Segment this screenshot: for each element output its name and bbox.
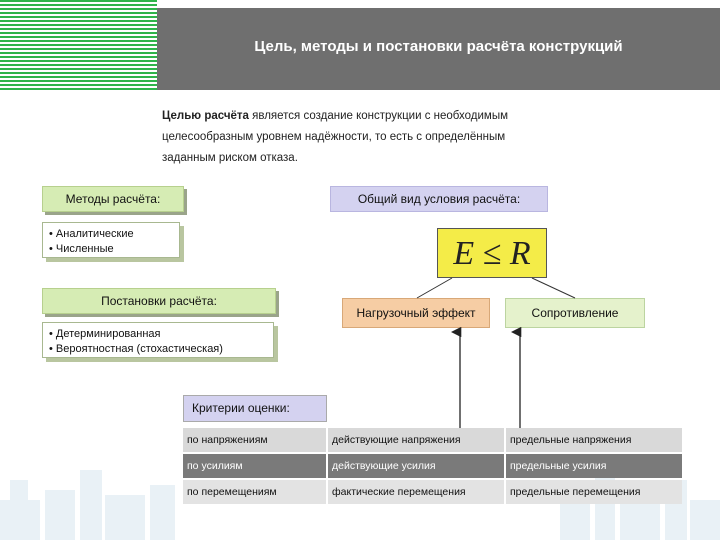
methods-item-1: Аналитические — [49, 227, 173, 242]
page-title: Цель, методы и постановки расчёта констр… — [254, 38, 623, 55]
connector-r-to-resistance — [531, 277, 576, 299]
header-bar: Цель, методы и постановки расчёта констр… — [157, 8, 720, 90]
load-effect-box: Нагрузочный эффект — [342, 298, 490, 328]
table-cell: предельные усилия — [506, 454, 682, 478]
criteria-title: Критерии оценки: — [183, 395, 327, 422]
table-cell: по напряжениям — [183, 428, 326, 452]
intro-line-2: целесообразным уровнем надёжности, то ес… — [162, 131, 506, 143]
connector-e-to-load — [416, 277, 453, 299]
methods-title: Методы расчёта: — [65, 192, 161, 206]
table-row: по перемещениям фактические перемещения … — [183, 480, 682, 504]
table-row: по усилиям действующие усилия предельные… — [183, 454, 682, 478]
intro-text: Целью расчёта является создание конструк… — [162, 106, 572, 169]
table-cell: предельные перемещения — [506, 480, 682, 504]
intro-line-1: является создание конструкции с необходи… — [248, 110, 508, 122]
intro-line-3: заданным риском отказа. — [162, 152, 298, 164]
settings-item-1: Детерминированная — [49, 327, 267, 342]
decorative-stripes — [0, 0, 157, 90]
table-cell: предельные напряжения — [506, 428, 682, 452]
settings-title-box: Постановки расчёта: — [42, 288, 276, 314]
methods-list-box: Аналитические Численные — [42, 222, 180, 258]
methods-title-box: Методы расчёта: — [42, 186, 184, 212]
load-effect-label: Нагрузочный эффект — [356, 306, 476, 320]
settings-title: Постановки расчёта: — [101, 294, 217, 308]
condition-title-box: Общий вид условия расчёта: — [330, 186, 548, 212]
intro-bold: Целью расчёта — [162, 110, 249, 122]
resistance-box: Сопротивление — [505, 298, 645, 328]
condition-title: Общий вид условия расчёта: — [357, 192, 521, 206]
table-row: по напряжениям действующие напряжения пр… — [183, 428, 682, 452]
resistance-label: Сопротивление — [531, 306, 619, 320]
settings-list-box: Детерминированная Вероятностная (стохаст… — [42, 322, 274, 358]
table-cell: фактические перемещения — [328, 480, 504, 504]
table-cell: по усилиям — [183, 454, 326, 478]
formula: E ≤ R — [453, 235, 531, 272]
settings-item-2: Вероятностная (стохастическая) — [49, 342, 267, 357]
table-cell: по перемещениям — [183, 480, 326, 504]
formula-box: E ≤ R — [437, 228, 547, 278]
table-cell: действующие усилия — [328, 454, 504, 478]
criteria-table: по напряжениям действующие напряжения пр… — [183, 428, 682, 506]
methods-item-2: Численные — [49, 242, 173, 257]
table-cell: действующие напряжения — [328, 428, 504, 452]
